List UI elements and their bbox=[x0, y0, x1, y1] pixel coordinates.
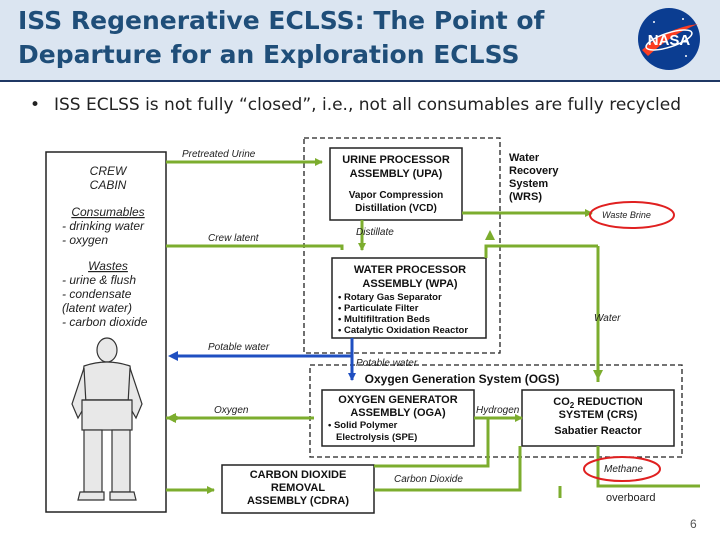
wrs-label: Recovery bbox=[509, 165, 559, 177]
label-potable-water-mid: Potable water bbox=[356, 358, 418, 369]
wpa-box bbox=[331, 257, 487, 339]
bullet-dot: • bbox=[30, 95, 41, 115]
label-hydrogen: Hydrogen bbox=[476, 405, 520, 416]
title-line-1: ISS Regenerative ECLSS: The Point of bbox=[18, 6, 545, 35]
upa-box bbox=[329, 147, 463, 221]
consumables-heading: Consumables bbox=[71, 205, 144, 219]
astronaut-illustration bbox=[71, 337, 143, 501]
wrs-label: Water bbox=[509, 152, 540, 164]
cdra-title-1: CARBON DIOXIDE bbox=[250, 469, 347, 481]
title-line-2: Departure for an Exploration ECLSS bbox=[18, 40, 520, 69]
label-water: Water bbox=[594, 313, 621, 324]
co2-to-crs-flow bbox=[374, 446, 522, 492]
water-arrow-tip bbox=[485, 230, 495, 240]
waste-brine-highlight bbox=[589, 201, 675, 229]
cdra-title-2: REMOVAL bbox=[271, 482, 325, 494]
cdra-title-3: ASSEMBLY (CDRA) bbox=[247, 495, 349, 507]
wrs-label: (WRS) bbox=[509, 191, 542, 203]
label-distillate: Distillate bbox=[356, 227, 394, 238]
methane-highlight bbox=[583, 456, 661, 482]
ogs-title: Oxygen Generation System (OGS) bbox=[365, 372, 560, 386]
bullet-text: ISS ECLSS is not fully “closed”, i.e., n… bbox=[54, 95, 682, 115]
oxygen-arrow-tip bbox=[166, 413, 176, 423]
water-return-a bbox=[484, 244, 598, 258]
label-crew-latent: Crew latent bbox=[208, 233, 260, 244]
crs-title-1: CO2 REDUCTION bbox=[553, 396, 642, 410]
wpa-item: • Catalytic Oxidation Reactor bbox=[338, 325, 468, 336]
slide-title: ISS Regenerative ECLSS: The Point of Dep… bbox=[18, 4, 544, 72]
water-down-arrow-tip bbox=[593, 370, 603, 380]
crew-cabin-title-2: CABIN bbox=[90, 178, 127, 192]
page-number: 6 bbox=[690, 517, 697, 531]
potable-water-arrow-tip bbox=[168, 351, 178, 361]
waste-item: - condensate bbox=[62, 287, 132, 301]
waste-item: - urine & flush bbox=[62, 273, 136, 287]
title-bar: ISS Regenerative ECLSS: The Point of Dep… bbox=[0, 0, 720, 82]
label-pretreated-urine: Pretreated Urine bbox=[182, 149, 256, 160]
wpa-item: • Particulate Filter bbox=[338, 303, 419, 314]
crs-title-2: SYSTEM (CRS) bbox=[559, 409, 638, 421]
ogs-boundary bbox=[309, 364, 683, 458]
cdra-box bbox=[221, 464, 375, 514]
upa-title-2: ASSEMBLY (UPA) bbox=[350, 168, 443, 180]
label-carbon-dioxide: Carbon Dioxide bbox=[394, 474, 463, 485]
wpa-item: • Rotary Gas Separator bbox=[338, 292, 442, 303]
crew-latent-flow bbox=[166, 244, 344, 250]
wpa-item: • Multifiltration Beds bbox=[338, 314, 430, 325]
label-waste-brine: Waste Brine bbox=[602, 210, 651, 220]
label-overboard: overboard bbox=[606, 492, 656, 504]
upa-title-1: URINE PROCESSOR bbox=[342, 154, 450, 166]
crs-title-3: Sabatier Reactor bbox=[554, 425, 642, 437]
wpa-title-1: WATER PROCESSOR bbox=[354, 264, 466, 276]
upa-tech-1: Vapor Compression bbox=[349, 190, 443, 201]
waste-item: (latent water) bbox=[62, 301, 132, 315]
crs-box bbox=[521, 389, 675, 447]
wrs-label: System bbox=[509, 178, 548, 190]
consumable-item: - oxygen bbox=[62, 233, 108, 247]
wpa-title-2: ASSEMBLY (WPA) bbox=[362, 278, 457, 290]
waste-item: - carbon dioxide bbox=[62, 315, 148, 329]
label-potable-water-left: Potable water bbox=[208, 342, 270, 353]
nasa-logo: NASA bbox=[638, 8, 700, 70]
wastes-heading: Wastes bbox=[88, 259, 128, 273]
oga-title-1: OXYGEN GENERATOR bbox=[338, 394, 457, 406]
consumable-item: - drinking water bbox=[62, 219, 145, 233]
oga-title-2: ASSEMBLY (OGA) bbox=[350, 407, 446, 419]
nasa-logo-text: NASA bbox=[648, 32, 691, 49]
oga-item-2: Electrolysis (SPE) bbox=[336, 432, 417, 443]
crew-cabin-box bbox=[45, 151, 167, 513]
upa-tech-2: Distillation (VCD) bbox=[355, 203, 437, 214]
label-oxygen: Oxygen bbox=[214, 405, 249, 416]
hydrogen-link bbox=[374, 418, 490, 468]
crew-cabin-title-1: CREW bbox=[90, 164, 128, 178]
oga-item-1: • Solid Polymer bbox=[328, 420, 398, 431]
label-methane: Methane bbox=[604, 464, 643, 475]
bullet-point: • ISS ECLSS is not fully “closed”, i.e.,… bbox=[30, 94, 690, 117]
